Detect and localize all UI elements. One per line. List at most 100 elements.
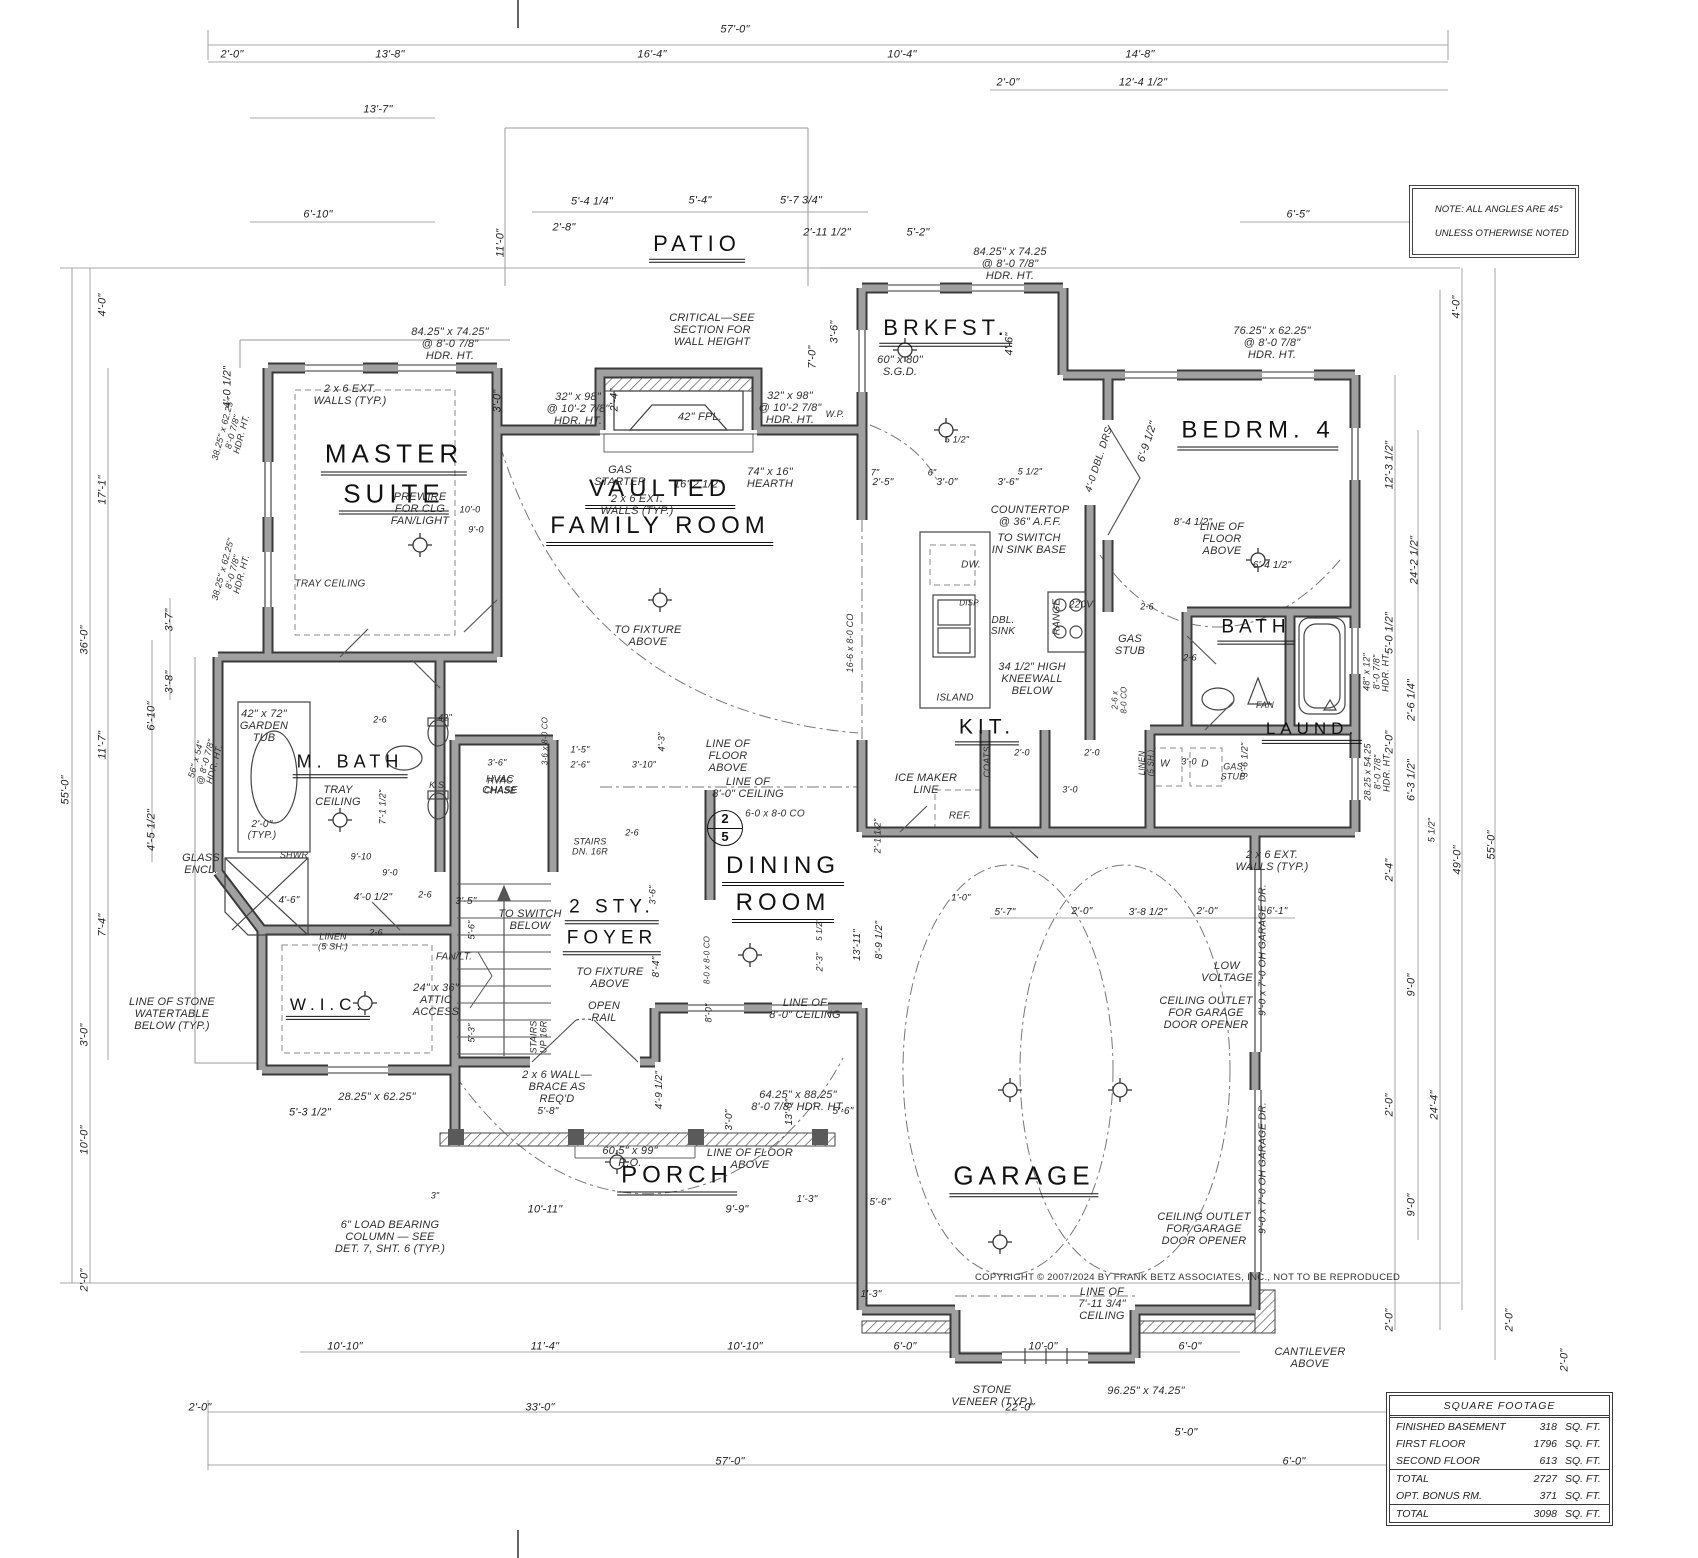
annotation: CRITICAL—SEE SECTION FOR WALL HEIGHT <box>669 312 755 348</box>
dimension-label: 1'-3" <box>796 1194 818 1205</box>
room-label-brkfst: BRKFST. <box>879 313 1013 348</box>
dimension-label: 3'-0 <box>1062 784 1078 795</box>
dimension-label: 2'-0" <box>1071 906 1093 917</box>
annotation: DBL. SINK <box>990 615 1016 637</box>
dimension-label: 3'-6" <box>487 757 507 768</box>
dimension-label: 4'-5 1/2" <box>145 808 158 852</box>
dimension-label: 2-6 <box>1140 601 1154 612</box>
dimension-label: 12'-4 1/2" <box>1118 76 1168 89</box>
dimension-label: 6'-5" <box>1286 208 1310 221</box>
dimension-label: 4'-6" <box>1003 332 1016 356</box>
room-label-bedrm-4: BEDRM. 4 <box>1177 415 1339 452</box>
room-label-porch: PORCH <box>617 1160 737 1197</box>
room-label-garage: GARAGE <box>949 1158 1099 1198</box>
annotation: FAN/LT. <box>435 951 473 963</box>
dimension-label: 13'-0" <box>784 1098 795 1126</box>
annotation: STAIRS DN. 16R <box>572 836 608 856</box>
dimension-label: 3'-10" <box>631 759 657 770</box>
dimension-label: 2'-0" <box>1383 730 1396 754</box>
dimension-label: 3'-6" <box>828 320 841 344</box>
annotation: 96.25" x 74.25" <box>1107 1385 1185 1398</box>
dimension-label: 5'-6" <box>466 920 477 940</box>
dimension-label: 24'-2 1/2" <box>1408 535 1421 585</box>
dimension-label: 5'-0" <box>1174 1426 1198 1439</box>
table-row: FINISHED BASEMENT 318 SQ. FT. <box>1396 1420 1601 1433</box>
section-marker-top: 2 <box>721 811 729 826</box>
annotation: HVAC CHASE <box>482 774 518 796</box>
annotation: 2 x 6 EXT. WALLS (TYP.) <box>600 493 674 517</box>
annotation: 64.25" x 88.25" 8'-0 7/8" HDR. HT. <box>751 1089 845 1113</box>
annotation: CEILING OUTLET FOR GARAGE DOOR OPENER <box>1159 995 1253 1031</box>
dimension-label: 8'-4" <box>651 956 662 978</box>
copyright-text: COPYRIGHT © 2007/2024 BY FRANK BETZ ASSO… <box>975 1272 1401 1283</box>
dimension-label: 6" <box>927 467 937 478</box>
dimension-label: 3'-0" <box>491 389 504 413</box>
annotation: 8-0 x 8-0 CO <box>702 935 712 985</box>
table-row: TOTAL 2727 SQ. FT. <box>1390 1469 1609 1487</box>
annotation: 84.25" x 74.25" @ 8'-0 7/8" HDR. HT. <box>411 326 489 362</box>
dimension-label: 6'-4 1/2" <box>1252 560 1292 571</box>
annotation: 34 1/2" HIGH KNEEWALL BELOW <box>998 661 1066 697</box>
dimension-label: 13'-8" <box>375 48 405 61</box>
dimension-label: 4'-0" <box>96 293 109 317</box>
dimension-label: 10'-0" <box>1028 1340 1058 1353</box>
room-label-m-bath: M. BATH <box>292 749 408 779</box>
dimension-label: 1'-0" <box>951 892 971 903</box>
dimension-label: 1'-3" <box>860 1289 882 1300</box>
dimension-label: 3'-6 1/2" <box>1239 742 1250 778</box>
kitchen-fixtures <box>919 531 1087 709</box>
dimension-label: 33'-0" <box>525 1401 555 1414</box>
annotation: PREWIRE FOR CLG FAN/LIGHT <box>390 491 450 527</box>
annotation: K.S. <box>429 780 447 791</box>
dimension-label: 11'-0" <box>494 228 507 258</box>
dimension-label: 4'-0" <box>1450 295 1463 319</box>
annotation: 24" x 36" ATTIC ACCESS <box>412 982 460 1018</box>
dimension-label: 5'-7 3/4" <box>779 194 823 207</box>
dimension-label: 4'-3" <box>656 732 667 752</box>
dimension-label: 6'-10" <box>145 701 158 731</box>
annotation: COATS <box>982 746 993 778</box>
annotation: TO FIXTURE ABOVE <box>576 966 644 990</box>
annotation: STAIRS UP 16R <box>528 1020 548 1054</box>
dimension-label: 6'-1" <box>1266 906 1288 917</box>
annotation: DW. <box>961 559 981 571</box>
dimension-label: 5 1/2" <box>1426 817 1437 843</box>
dimension-label: 5'-4" <box>688 194 712 207</box>
annotation: LINEN (5 SH.) <box>1137 749 1155 777</box>
dimension-label: 10'-11" <box>527 1203 563 1216</box>
dimension-label: 3'-5" <box>455 896 477 907</box>
table-row: FIRST FLOOR 1796 SQ. FT. <box>1396 1437 1601 1450</box>
annotation: TO SWITCH IN SINK BASE <box>991 532 1067 556</box>
dimension-label: 2'-0 <box>1084 747 1100 758</box>
annotation: 2'-0" (TYP.) <box>247 819 277 841</box>
porch-columns <box>448 1129 828 1159</box>
dimension-label: 12'-3 1/2" <box>1383 440 1396 490</box>
annotation: 76.25" x 62.25" @ 8'-0 7/8" HDR. HT. <box>1233 325 1311 361</box>
dimension-label: 36'-0" <box>78 625 91 655</box>
dimension-label: 11'-4" <box>530 1340 560 1353</box>
annotation: 60" x 80" S.G.D. <box>877 354 923 378</box>
dimension-label: 11'-7" <box>96 730 109 760</box>
annotation: HVAC CHASE <box>483 775 517 795</box>
annotation: W.P. <box>825 409 845 420</box>
dimension-label: 49'-0" <box>1451 845 1464 875</box>
annotation: 6-0 x 8-0 CO <box>745 808 805 820</box>
annotation: W <box>1160 758 1170 770</box>
annotation: GAS STUB <box>1220 761 1246 781</box>
dimension-label: 57'-0" <box>715 1455 745 1468</box>
room-label-2-sty-foyer: 2 STY.FOYER <box>562 894 662 956</box>
annotation: 2 x 6 EXT. WALLS (TYP.) <box>1235 849 1309 873</box>
dimension-label: 10'-0 <box>459 504 481 515</box>
room-label-laund: LAUND. <box>1261 717 1363 745</box>
dimension-label: 2'-1 1/2" <box>872 818 883 854</box>
dimension-label: 2'-5" <box>872 477 894 488</box>
section-marker: 2 5 <box>707 810 743 846</box>
dimension-label: 7'-4" <box>96 913 109 937</box>
sf-table-title: SQUARE FOOTAGE <box>1390 1396 1609 1418</box>
annotation: GLASS ENCL. <box>182 852 220 876</box>
annotation: D <box>1201 758 1209 770</box>
annotation: CANTILEVER ABOVE <box>1274 1346 1346 1370</box>
dimension-label: 9'-10 <box>350 851 372 862</box>
annotation: 38.25" x 62.25" 8'-0 7/8" HDR. HT. <box>209 537 252 602</box>
